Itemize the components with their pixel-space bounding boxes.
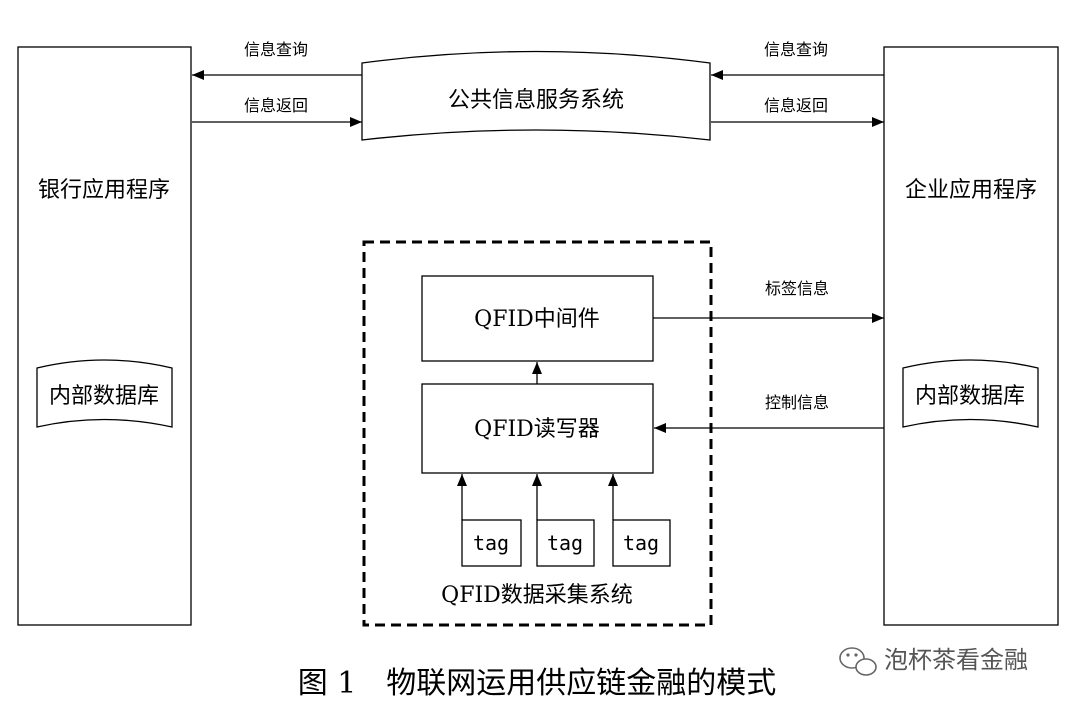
- label-tag-info: 标签信息: [765, 279, 829, 298]
- label-return-right: 信息返回: [764, 96, 828, 115]
- label-query-left: 信息查询: [244, 40, 308, 59]
- bank-app-box: [17, 46, 192, 626]
- enterprise-app-box: [883, 46, 1059, 626]
- qfid-system-boundary: [362, 240, 713, 627]
- qfid-middleware-label: QFID中间件: [474, 307, 600, 332]
- tag-label-1: tag: [473, 531, 509, 555]
- enterprise-database-icon: [902, 359, 1039, 428]
- enterprise-database-label: 内部数据库: [915, 384, 1025, 409]
- tag-label-2: tag: [547, 531, 583, 555]
- qfid-middleware-box: [421, 275, 654, 362]
- qfid-system-label: QFID数据采集系统: [441, 583, 633, 608]
- bank-database-icon: [36, 359, 173, 428]
- tag-box-1: [461, 519, 522, 567]
- watermark-text: 泡杯茶看金融: [884, 646, 1028, 674]
- tag-box-3: [612, 519, 671, 567]
- label-return-left: 信息返回: [244, 96, 308, 115]
- public-service-label: 公共信息服务系统: [448, 88, 624, 113]
- enterprise-app-title: 企业应用程序: [905, 178, 1037, 203]
- bank-database-label: 内部数据库: [49, 384, 159, 409]
- wechat-icon: [839, 647, 877, 676]
- label-control-info: 控制信息: [765, 393, 829, 412]
- bank-app-title: 银行应用程序: [38, 178, 170, 203]
- label-query-right: 信息查询: [764, 40, 828, 59]
- public-service-shape: [361, 50, 711, 141]
- qfid-reader-label: QFID读写器: [474, 417, 600, 442]
- tag-label-3: tag: [623, 531, 659, 555]
- figure-caption: 图 1 物联网运用供应链金融的模式: [298, 666, 777, 701]
- qfid-reader-box: [421, 383, 654, 474]
- tag-box-2: [536, 519, 595, 567]
